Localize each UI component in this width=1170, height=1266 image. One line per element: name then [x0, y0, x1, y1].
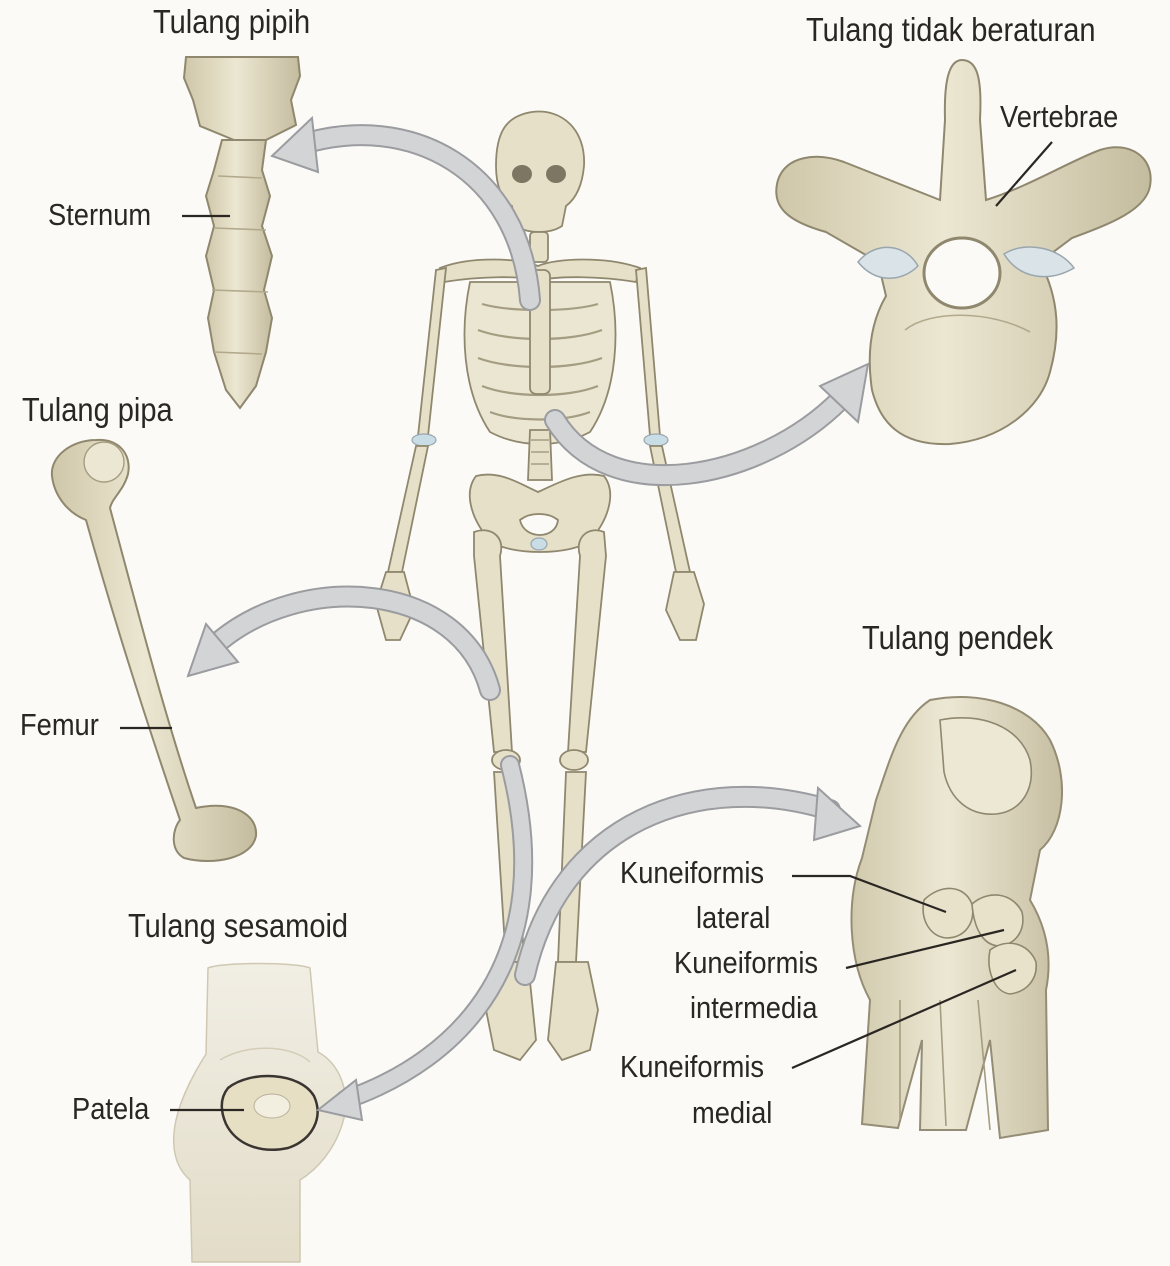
label-vertebrae: Vertebrae — [1000, 99, 1119, 134]
heading-irregular-bone: Tulang tidak beraturan — [806, 11, 1096, 48]
heading-flat-bone: Tulang pipih — [153, 3, 311, 40]
label-cuneiform-intermediate-2: intermedia — [690, 990, 818, 1025]
leader-cuneiform-medial — [791, 968, 1017, 1070]
leader-cuneiform-lateral — [792, 874, 947, 914]
heading-short-bone: Tulang pendek — [862, 619, 1054, 656]
arrow-to-patella — [315, 755, 534, 1122]
arrow-to-foot — [514, 785, 862, 986]
label-femur: Femur — [20, 707, 99, 742]
leader-vertebrae — [995, 141, 1053, 207]
label-cuneiform-lateral-2: lateral — [696, 900, 771, 935]
arrow-to-femur — [186, 585, 501, 701]
foot-bones — [850, 696, 1064, 1140]
femur-bone — [50, 438, 258, 862]
label-sternum: Sternum — [48, 197, 152, 232]
sternum-bone — [182, 56, 302, 410]
label-cuneiform-intermediate-1: Kuneiformis — [674, 945, 819, 980]
label-cuneiform-medial-2: medial — [692, 1095, 773, 1130]
patella-bone — [220, 1074, 319, 1151]
heading-long-bone: Tulang pipa — [22, 391, 173, 428]
label-cuneiform-lateral-1: Kuneiformis — [620, 855, 765, 890]
leader-lines — [120, 141, 1053, 1112]
heading-sesamoid-bone: Tulang sesamoid — [128, 907, 349, 944]
label-patela: Patela — [72, 1091, 150, 1126]
skeleton-figure — [375, 110, 705, 1062]
arrow-to-vertebra — [544, 362, 870, 486]
vertebra-bone — [775, 58, 1152, 446]
arrow-to-sternum — [270, 115, 541, 311]
label-cuneiform-medial-1: Kuneiformis — [620, 1049, 765, 1084]
leader-cuneiform-intermediate — [845, 928, 1005, 970]
